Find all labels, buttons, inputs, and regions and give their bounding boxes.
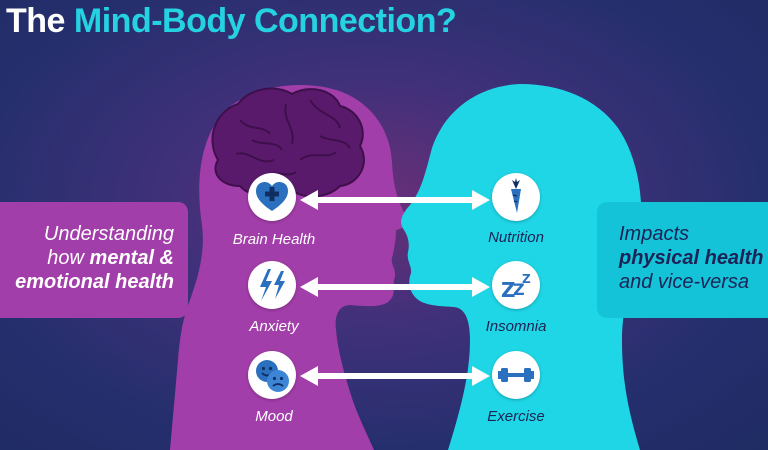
body-description-line1: Impacts [619,223,690,245]
connection-arrows [300,190,490,386]
arrow-brain-nutrition [300,190,490,210]
exercise-icon-circle [492,351,540,399]
mind-description-line2: how mental & [0,246,174,270]
title-prefix: The [6,2,74,40]
nutrition-label: Nutrition [488,229,544,246]
svg-text:Z: Z [522,272,531,286]
arrow-anxiety-insomnia [300,277,490,297]
mood-label: Mood [255,408,293,425]
svg-text:Z: Z [513,280,525,299]
zzz-icon: Z Z Z [501,272,531,302]
mind-description-line2a: how [47,247,90,269]
heart-plus-icon [256,182,288,211]
mind-description-line3-text: emotional health [15,271,174,293]
carrot-icon [511,178,521,213]
mind-description-panel: Understanding how mental & emotional hea… [0,202,188,318]
mind-description-line1: Understanding [43,223,174,245]
mind-description-line2b: mental & [89,247,174,269]
page-title: The Mind-Body Connection? [6,2,457,41]
faces-icon [256,360,289,392]
body-description-panel: Impacts physical health and vice-versa [597,202,768,318]
anxiety-label: Anxiety [249,318,299,335]
body-description-line3: and vice-versa [619,271,750,293]
insomnia-label: Insomnia [485,318,547,335]
arrow-mood-exercise [300,366,490,386]
brain-health-icon-circle [248,173,296,221]
exercise-label: Exercise [487,408,545,425]
mind-description-line3: emotional health [0,270,174,294]
lightning-icon [260,269,285,301]
title-accent: Mind-Body Connection? [73,2,457,40]
insomnia-icon-circle: Z Z Z [492,261,540,309]
mood-icon-circle [248,351,296,399]
body-description-line2-text: physical health [619,247,764,269]
anxiety-icon-circle [248,261,296,309]
dumbbell-icon [498,368,534,382]
svg-text:Z: Z [501,278,516,302]
brain-health-label: Brain Health [232,231,316,248]
body-description-line2: physical health [619,246,768,270]
nutrition-icon-circle [492,173,540,221]
